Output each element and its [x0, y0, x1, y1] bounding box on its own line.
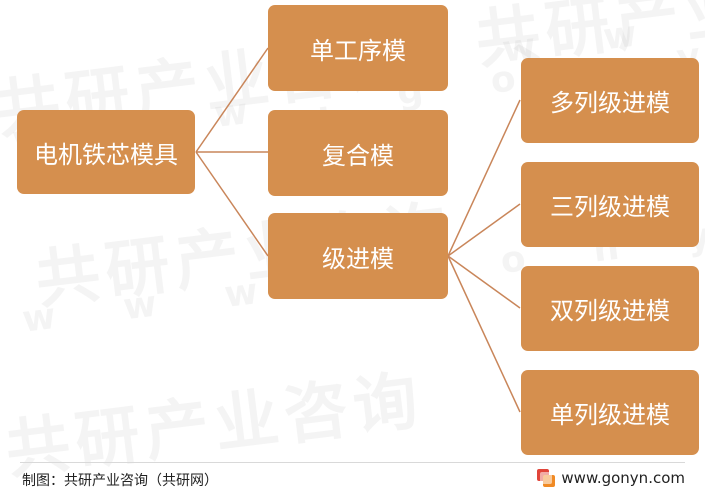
gonyn-logo-icon: [537, 469, 556, 487]
level1-node-label: 复合模: [322, 141, 394, 170]
level2-node-multi-row: 多列级进模: [521, 58, 699, 143]
level2-node-three-row: 三列级进模: [521, 162, 699, 247]
footer-site-label: www.gonyn.com: [561, 469, 685, 487]
level2-node-label: 三列级进模: [550, 193, 670, 221]
root-node: 电机铁芯模具: [17, 110, 195, 194]
level1-node-progressive: 级进模: [268, 213, 448, 299]
footer-divider: [20, 462, 685, 463]
connector-line: [195, 47, 269, 153]
level1-node-compound: 复合模: [268, 110, 448, 196]
connector-line: [447, 203, 521, 257]
connector-line: [447, 99, 521, 257]
level2-node-label: 多列级进模: [550, 89, 670, 117]
connector-line: [195, 151, 269, 257]
level1-node-single-process: 单工序模: [268, 5, 448, 91]
level2-node-single-row: 单列级进模: [521, 370, 699, 455]
level2-node-label: 单列级进模: [550, 401, 670, 429]
level2-node-double-row: 双列级进模: [521, 266, 699, 351]
connector-line: [447, 255, 521, 413]
level1-node-label: 单工序模: [310, 36, 406, 65]
connector-line: [447, 255, 521, 309]
level1-node-label: 级进模: [322, 244, 394, 273]
footer-source: 制图：共研产业咨询（共研网）: [22, 473, 218, 489]
footer-site[interactable]: www.gonyn.com: [537, 469, 685, 487]
root-node-label: 电机铁芯模具: [34, 140, 178, 169]
level2-node-label: 双列级进模: [550, 297, 670, 325]
